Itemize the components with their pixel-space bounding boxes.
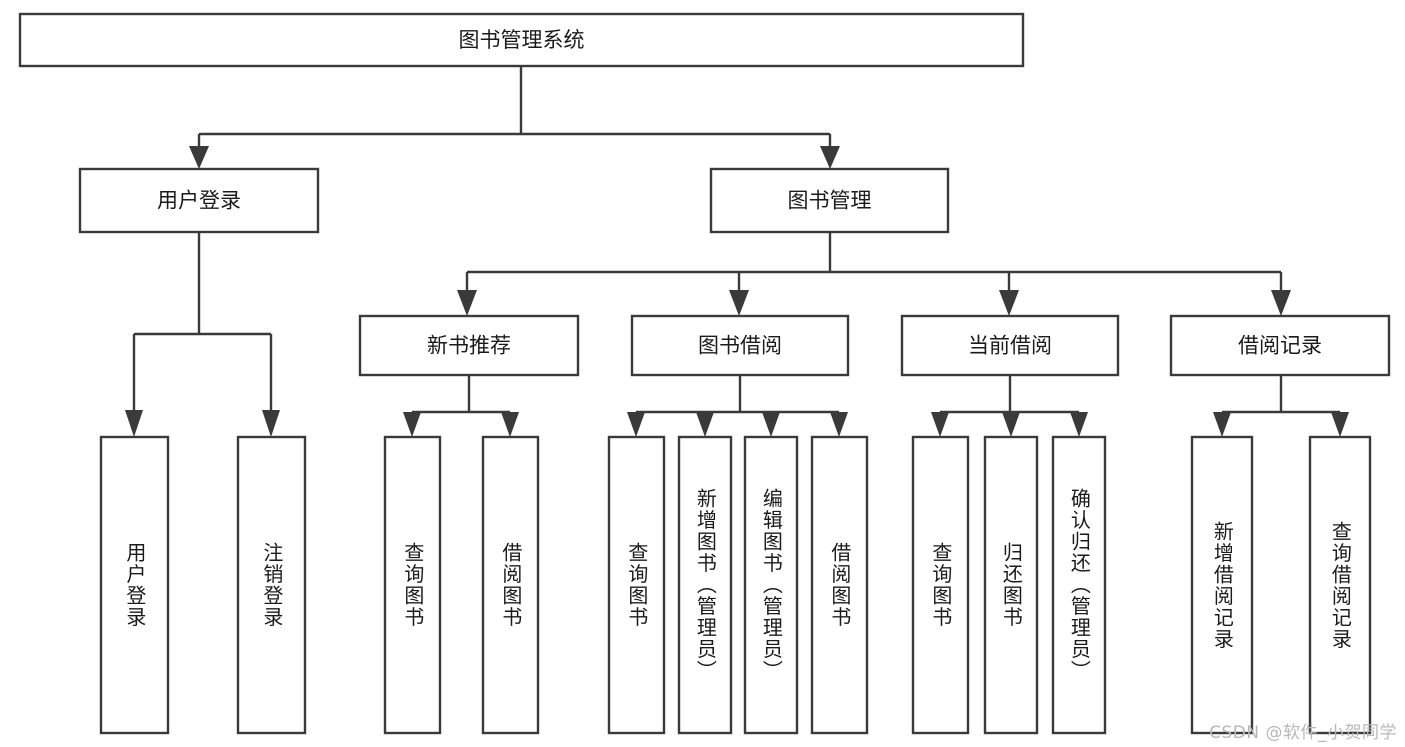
- connector-book-borrow-to-leaves: [627, 375, 848, 437]
- node-label-wrap-leaf-add-borrow-record: 新增借阅记录: [1192, 437, 1252, 733]
- node-label-root: 图书管理系统: [459, 28, 585, 52]
- node-label-wrap-leaf-query-book-rec: 查询图书: [385, 437, 440, 733]
- node-box-borrow-record[interactable]: [1169, 314, 1391, 377]
- arrow-user-login: [189, 146, 209, 169]
- arrow-leaf-borrow-book: [830, 412, 848, 437]
- node-label-leaf-user-logout: 注销登录: [259, 542, 284, 628]
- arrow-new-book-recommend: [457, 290, 477, 316]
- node-box-leaf-query-book-cur[interactable]: [911, 435, 970, 735]
- connector-book-manage-to-level3: [457, 232, 1291, 316]
- node-label-wrap-leaf-borrow-book-rec: 借阅图书: [483, 437, 538, 733]
- arrow-book-manage: [820, 146, 840, 169]
- node-box-leaf-borrow-book-rec[interactable]: [481, 435, 540, 735]
- arrow-leaf-query-book-cur: [931, 412, 949, 437]
- node-label-wrap-leaf-borrow-book: 借阅图书: [812, 437, 867, 733]
- node-label-wrap-leaf-query-book-borrow: 查询图书: [609, 437, 664, 733]
- node-label-new-book-recommend: 新书推荐: [427, 334, 511, 358]
- node-label-leaf-query-book-borrow: 查询图书: [624, 542, 649, 628]
- arrow-current-borrow: [999, 290, 1019, 316]
- arrow-leaf-add-book-admin: [696, 412, 714, 437]
- node-label-current-borrow: 当前借阅: [968, 334, 1052, 358]
- node-label-wrap-leaf-confirm-return-admin: 确认归还（管理员）: [1053, 437, 1105, 733]
- node-label-book-manage: 图书管理: [788, 189, 872, 213]
- node-box-new-book-recommend[interactable]: [358, 314, 580, 377]
- connector-current-borrow-to-leaves: [931, 375, 1088, 437]
- node-label-wrap-leaf-user-logout: 注销登录: [238, 437, 305, 733]
- arrow-leaf-user-logout: [262, 410, 280, 437]
- arrow-leaf-query-book-rec: [403, 412, 421, 437]
- arrow-leaf-confirm-return-admin: [1070, 412, 1088, 437]
- node-box-leaf-add-book-admin[interactable]: [677, 435, 733, 735]
- node-box-leaf-query-book-borrow[interactable]: [607, 435, 666, 735]
- node-box-leaf-borrow-book[interactable]: [810, 435, 869, 735]
- node-label-leaf-return-book: 归还图书: [999, 542, 1024, 628]
- node-label-leaf-borrow-book: 借阅图书: [827, 542, 852, 628]
- node-box-leaf-confirm-return-admin[interactable]: [1051, 435, 1107, 735]
- node-label-wrap-leaf-query-book-cur: 查询图书: [913, 437, 968, 733]
- node-box-leaf-query-book-rec[interactable]: [383, 435, 442, 735]
- node-label-leaf-query-book-cur: 查询图书: [928, 542, 953, 628]
- node-box-book-manage[interactable]: [709, 167, 950, 234]
- node-box-current-borrow[interactable]: [900, 314, 1120, 377]
- node-label-leaf-borrow-book-rec: 借阅图书: [498, 542, 523, 628]
- node-label-wrap-leaf-query-borrow-record: 查询借阅记录: [1310, 437, 1370, 733]
- arrow-leaf-edit-book-admin: [762, 412, 780, 437]
- node-label-leaf-query-book-rec: 查询图书: [400, 542, 425, 628]
- arrow-leaf-query-book-borrow: [627, 412, 645, 437]
- node-boxes-layer: [18, 12, 1391, 735]
- node-box-book-borrow[interactable]: [630, 314, 850, 377]
- watermark-text: CSDN @软件_小贺同学: [1209, 723, 1397, 743]
- node-label-wrap-leaf-add-book-admin: 新增图书（管理员）: [679, 437, 731, 733]
- node-label-user-login: 用户登录: [157, 189, 241, 213]
- node-label-wrap-leaf-edit-book-admin: 编辑图书（管理员）: [745, 437, 797, 733]
- arrow-leaf-borrow-book-rec: [501, 412, 519, 437]
- node-box-root[interactable]: [18, 12, 1025, 68]
- node-label-leaf-user-login: 用户登录: [122, 542, 147, 628]
- node-box-leaf-add-borrow-record[interactable]: [1190, 435, 1254, 735]
- node-box-leaf-query-borrow-record[interactable]: [1308, 435, 1372, 735]
- node-label-leaf-add-borrow-record: 新增借阅记录: [1210, 520, 1235, 650]
- arrow-borrow-record: [1271, 290, 1291, 316]
- node-box-leaf-edit-book-admin[interactable]: [743, 435, 799, 735]
- node-label-borrow-record: 借阅记录: [1238, 334, 1322, 358]
- arrow-leaf-return-book: [1002, 412, 1020, 437]
- connector-root-to-level2: [189, 66, 840, 169]
- arrow-leaf-add-borrow-record: [1213, 412, 1231, 437]
- arrow-leaf-user-login: [125, 410, 143, 437]
- arrow-leaf-query-borrow-record: [1331, 412, 1349, 437]
- node-box-leaf-return-book[interactable]: [983, 435, 1039, 735]
- node-label-wrap-leaf-user-login: 用户登录: [101, 437, 168, 733]
- node-label-book-borrow: 图书借阅: [698, 334, 782, 358]
- node-box-leaf-user-login[interactable]: [99, 435, 170, 735]
- node-label-leaf-query-borrow-record: 查询借阅记录: [1328, 520, 1353, 650]
- node-label-leaf-confirm-return-admin: 确认归还（管理员）: [1067, 488, 1092, 682]
- node-box-user-login[interactable]: [78, 167, 320, 234]
- node-label-wrap-leaf-return-book: 归还图书: [985, 437, 1037, 733]
- node-box-leaf-user-logout[interactable]: [236, 435, 307, 735]
- connector-borrow-record-to-leaves: [1213, 375, 1349, 437]
- connector-user-login-to-leaves: [125, 232, 280, 437]
- node-label-leaf-edit-book-admin: 编辑图书（管理员）: [759, 488, 784, 682]
- connector-new-book-to-leaves: [403, 375, 519, 437]
- arrow-book-borrow: [729, 290, 749, 316]
- node-label-leaf-add-book-admin: 新增图书（管理员）: [693, 488, 718, 682]
